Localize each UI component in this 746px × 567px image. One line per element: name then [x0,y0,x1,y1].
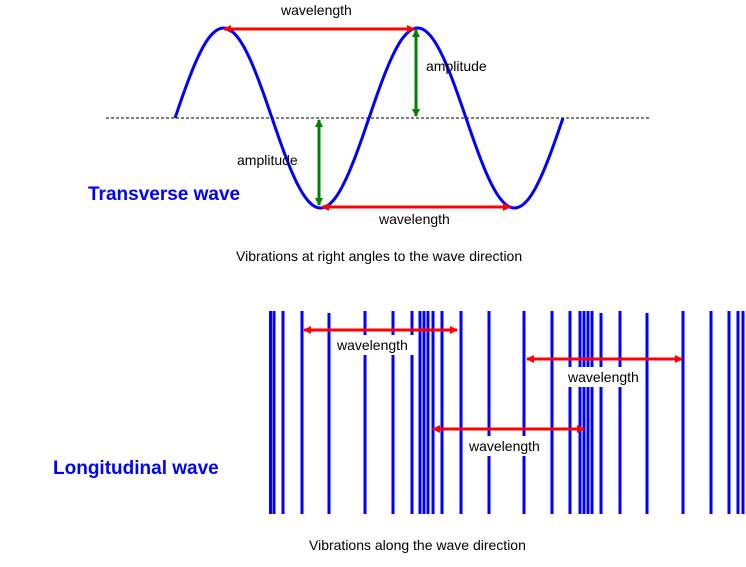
transverse-wave-curve [173,26,565,210]
longitudinal-caption: Vibrations along the wave direction [309,537,526,553]
wavelength-label-long-3: wavelength [463,436,546,456]
compression-lines [269,311,745,514]
wavelength-label-bottom: wavelength [379,211,450,227]
amplitude-label-right: amplitude [426,58,487,74]
transverse-caption: Vibrations at right angles to the wave d… [236,248,523,264]
wavelength-label-top: wavelength [281,2,352,18]
wavelength-label-long-2: wavelength [562,367,645,387]
amplitude-label-left: amplitude [237,152,298,168]
transverse-wave-title: Transverse wave [88,184,241,205]
longitudinal-wave-title: Longitudinal wave [53,458,219,479]
wavelength-label-long-1: wavelength [331,335,414,355]
